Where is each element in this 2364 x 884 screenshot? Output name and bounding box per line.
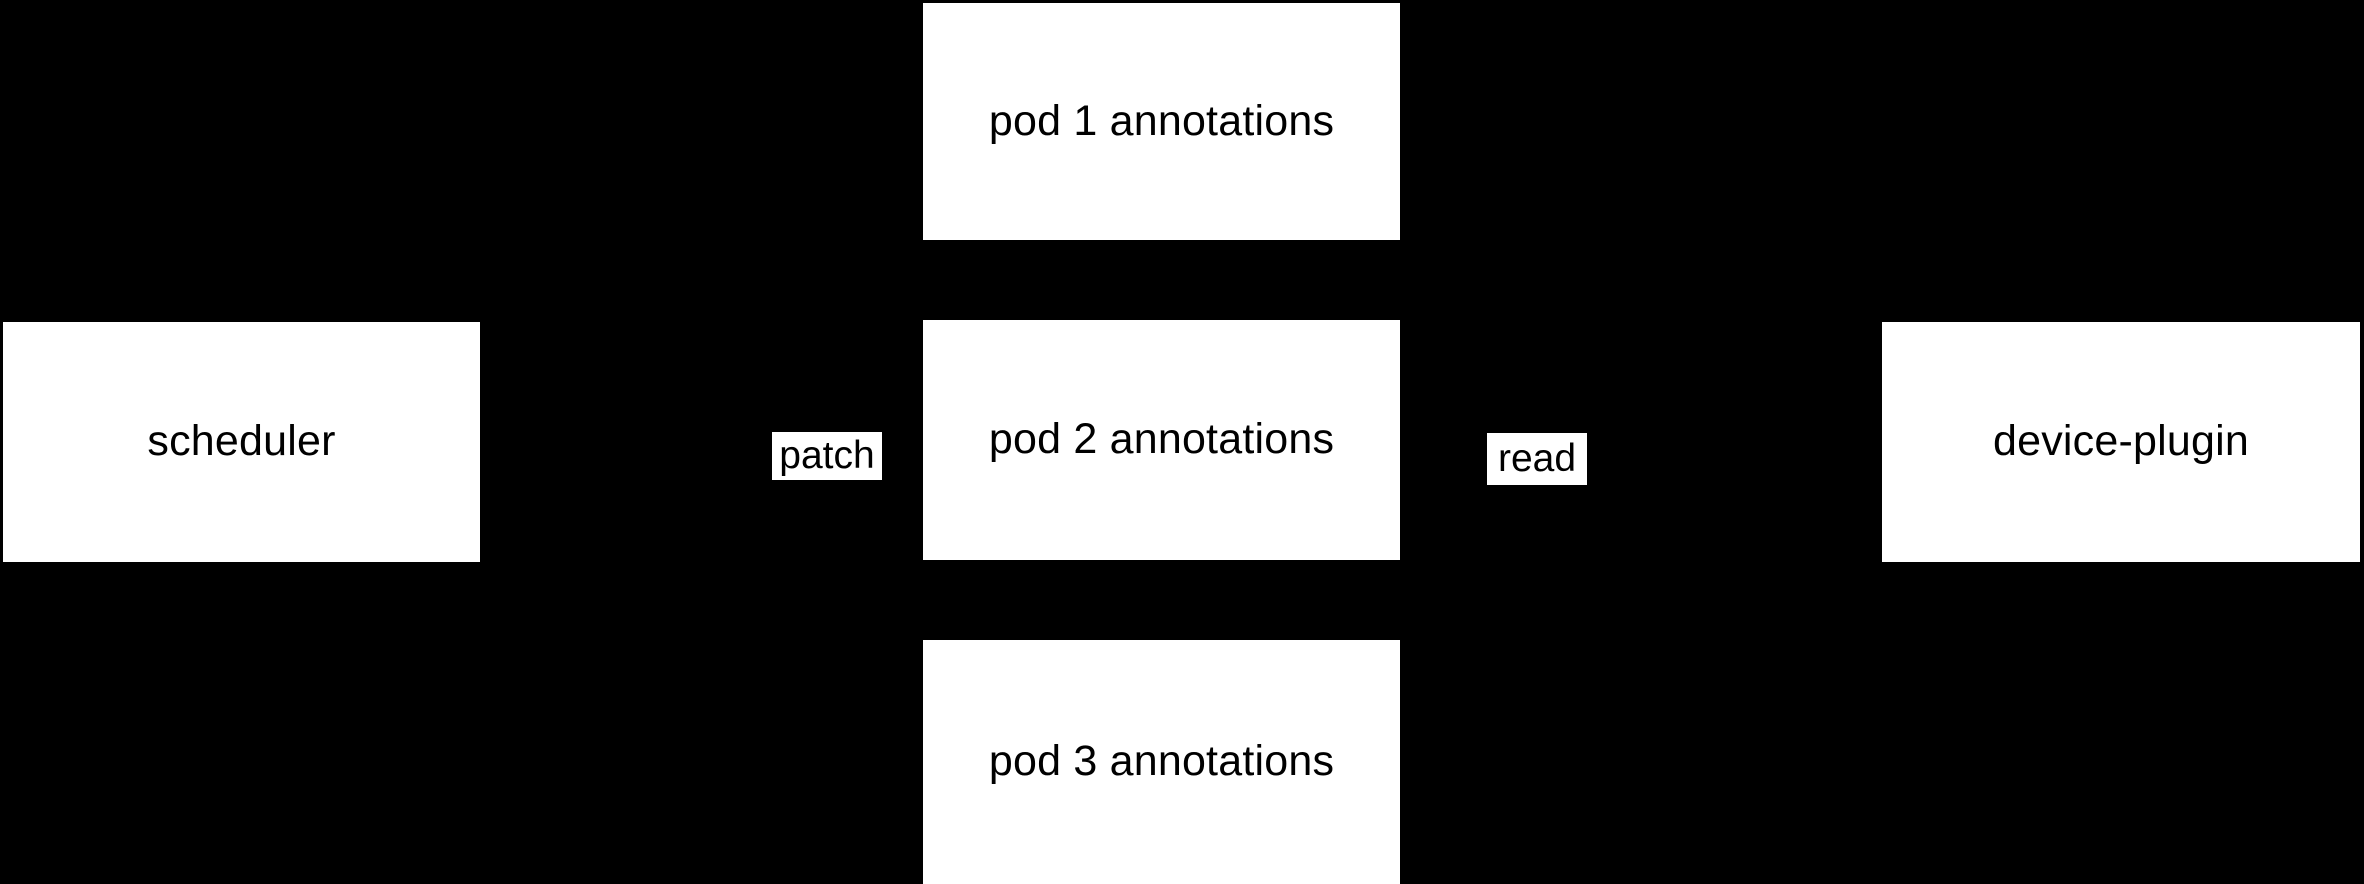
node-pod-2-annotations[interactable]: pod 2 annotations (923, 320, 1400, 560)
edge-label-read: read (1487, 433, 1587, 485)
node-scheduler[interactable]: scheduler (3, 322, 480, 562)
edge-connector-scheduler-to-pod2 (480, 441, 923, 443)
edge-label-read-text: read (1497, 436, 1577, 480)
node-device-plugin-label: device-plugin (1993, 417, 2249, 466)
node-pod-2-annotations-label: pod 2 annotations (988, 415, 1335, 464)
node-device-plugin[interactable]: device-plugin (1882, 322, 2360, 562)
node-scheduler-label: scheduler (147, 417, 336, 466)
node-pod-1-annotations[interactable]: pod 1 annotations (923, 3, 1400, 240)
node-pod-3-annotations-label: pod 3 annotations (988, 737, 1335, 786)
node-pod-1-annotations-label: pod 1 annotations (988, 96, 1335, 145)
edge-label-patch: patch (772, 432, 882, 480)
edge-connector-pod2-to-device-plugin (1400, 441, 1882, 443)
node-pod-3-annotations[interactable]: pod 3 annotations (923, 640, 1400, 884)
edge-label-patch-text: patch (779, 433, 875, 477)
